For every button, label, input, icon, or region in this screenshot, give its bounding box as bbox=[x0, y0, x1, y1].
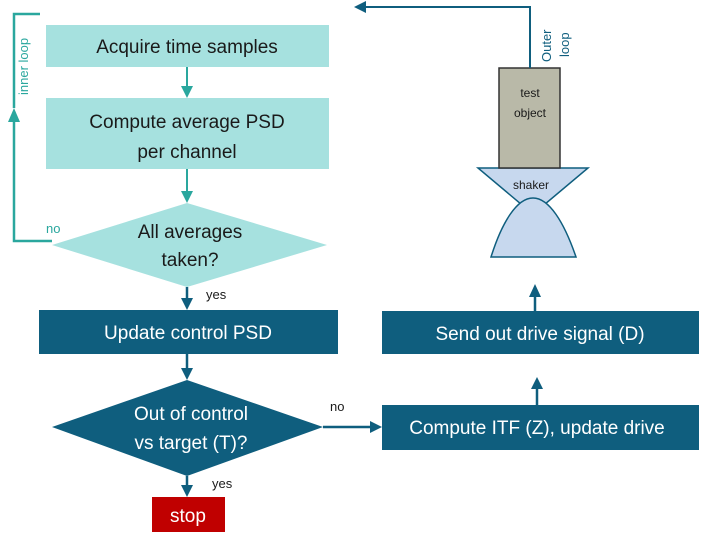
test-object-label-2: object bbox=[514, 106, 547, 120]
compute-psd-label-1: Compute average PSD bbox=[89, 112, 284, 133]
arrow-acquire-to-psd-head bbox=[181, 86, 193, 98]
arrow-psd-to-decision-head bbox=[181, 191, 193, 203]
test-object-label-1: test bbox=[520, 86, 540, 100]
arrow-averages-yes-head bbox=[181, 298, 193, 310]
arrow-update-to-control-head bbox=[181, 368, 193, 380]
update-psd-box bbox=[39, 310, 338, 354]
send-drive-label: Send out drive signal (D) bbox=[435, 324, 644, 345]
update-psd-label: Update control PSD bbox=[104, 323, 272, 344]
compute-psd-label-2: per channel bbox=[137, 142, 236, 163]
stop-label: stop bbox=[170, 506, 206, 527]
outer-loop-arrowhead bbox=[354, 1, 366, 13]
inner-loop-label: inner loop bbox=[16, 38, 31, 95]
arrow-itf-to-drive-head bbox=[531, 377, 543, 389]
compute-psd-box bbox=[46, 98, 329, 169]
acquire-label: Acquire time samples bbox=[96, 37, 278, 58]
stop-box bbox=[152, 497, 225, 532]
compute-itf-label: Compute ITF (Z), update drive bbox=[409, 418, 665, 439]
control-no-label: no bbox=[330, 399, 344, 414]
control-decision-label-1: Out of control bbox=[134, 404, 248, 425]
outer-loop-label-2: loop bbox=[557, 32, 572, 57]
averages-decision-label-2: taken? bbox=[161, 250, 218, 271]
averages-decision-label-1: All averages bbox=[138, 222, 243, 243]
shaker-label: shaker bbox=[513, 178, 549, 192]
control-yes-label: yes bbox=[212, 476, 233, 491]
averages-decision bbox=[52, 203, 327, 287]
send-drive-box bbox=[382, 311, 699, 354]
averages-no-label: no bbox=[46, 221, 60, 236]
inner-loop-line bbox=[12, 116, 52, 243]
control-decision-label-2: vs target (T)? bbox=[135, 433, 248, 454]
inner-loop-arrowhead bbox=[8, 108, 20, 122]
outer-loop-line bbox=[364, 6, 531, 68]
outer-loop-label-1: Outer bbox=[539, 29, 554, 62]
arrow-control-no-head bbox=[370, 421, 382, 433]
inner-loop-top-line bbox=[12, 12, 40, 108]
averages-yes-label: yes bbox=[206, 287, 227, 302]
acquire-box bbox=[46, 25, 329, 67]
arrow-control-yes-head bbox=[181, 485, 193, 497]
shaker-icon bbox=[475, 167, 591, 258]
control-decision bbox=[52, 380, 323, 476]
compute-itf-box bbox=[382, 405, 699, 450]
arrow-drive-to-shaker-head bbox=[529, 284, 541, 297]
